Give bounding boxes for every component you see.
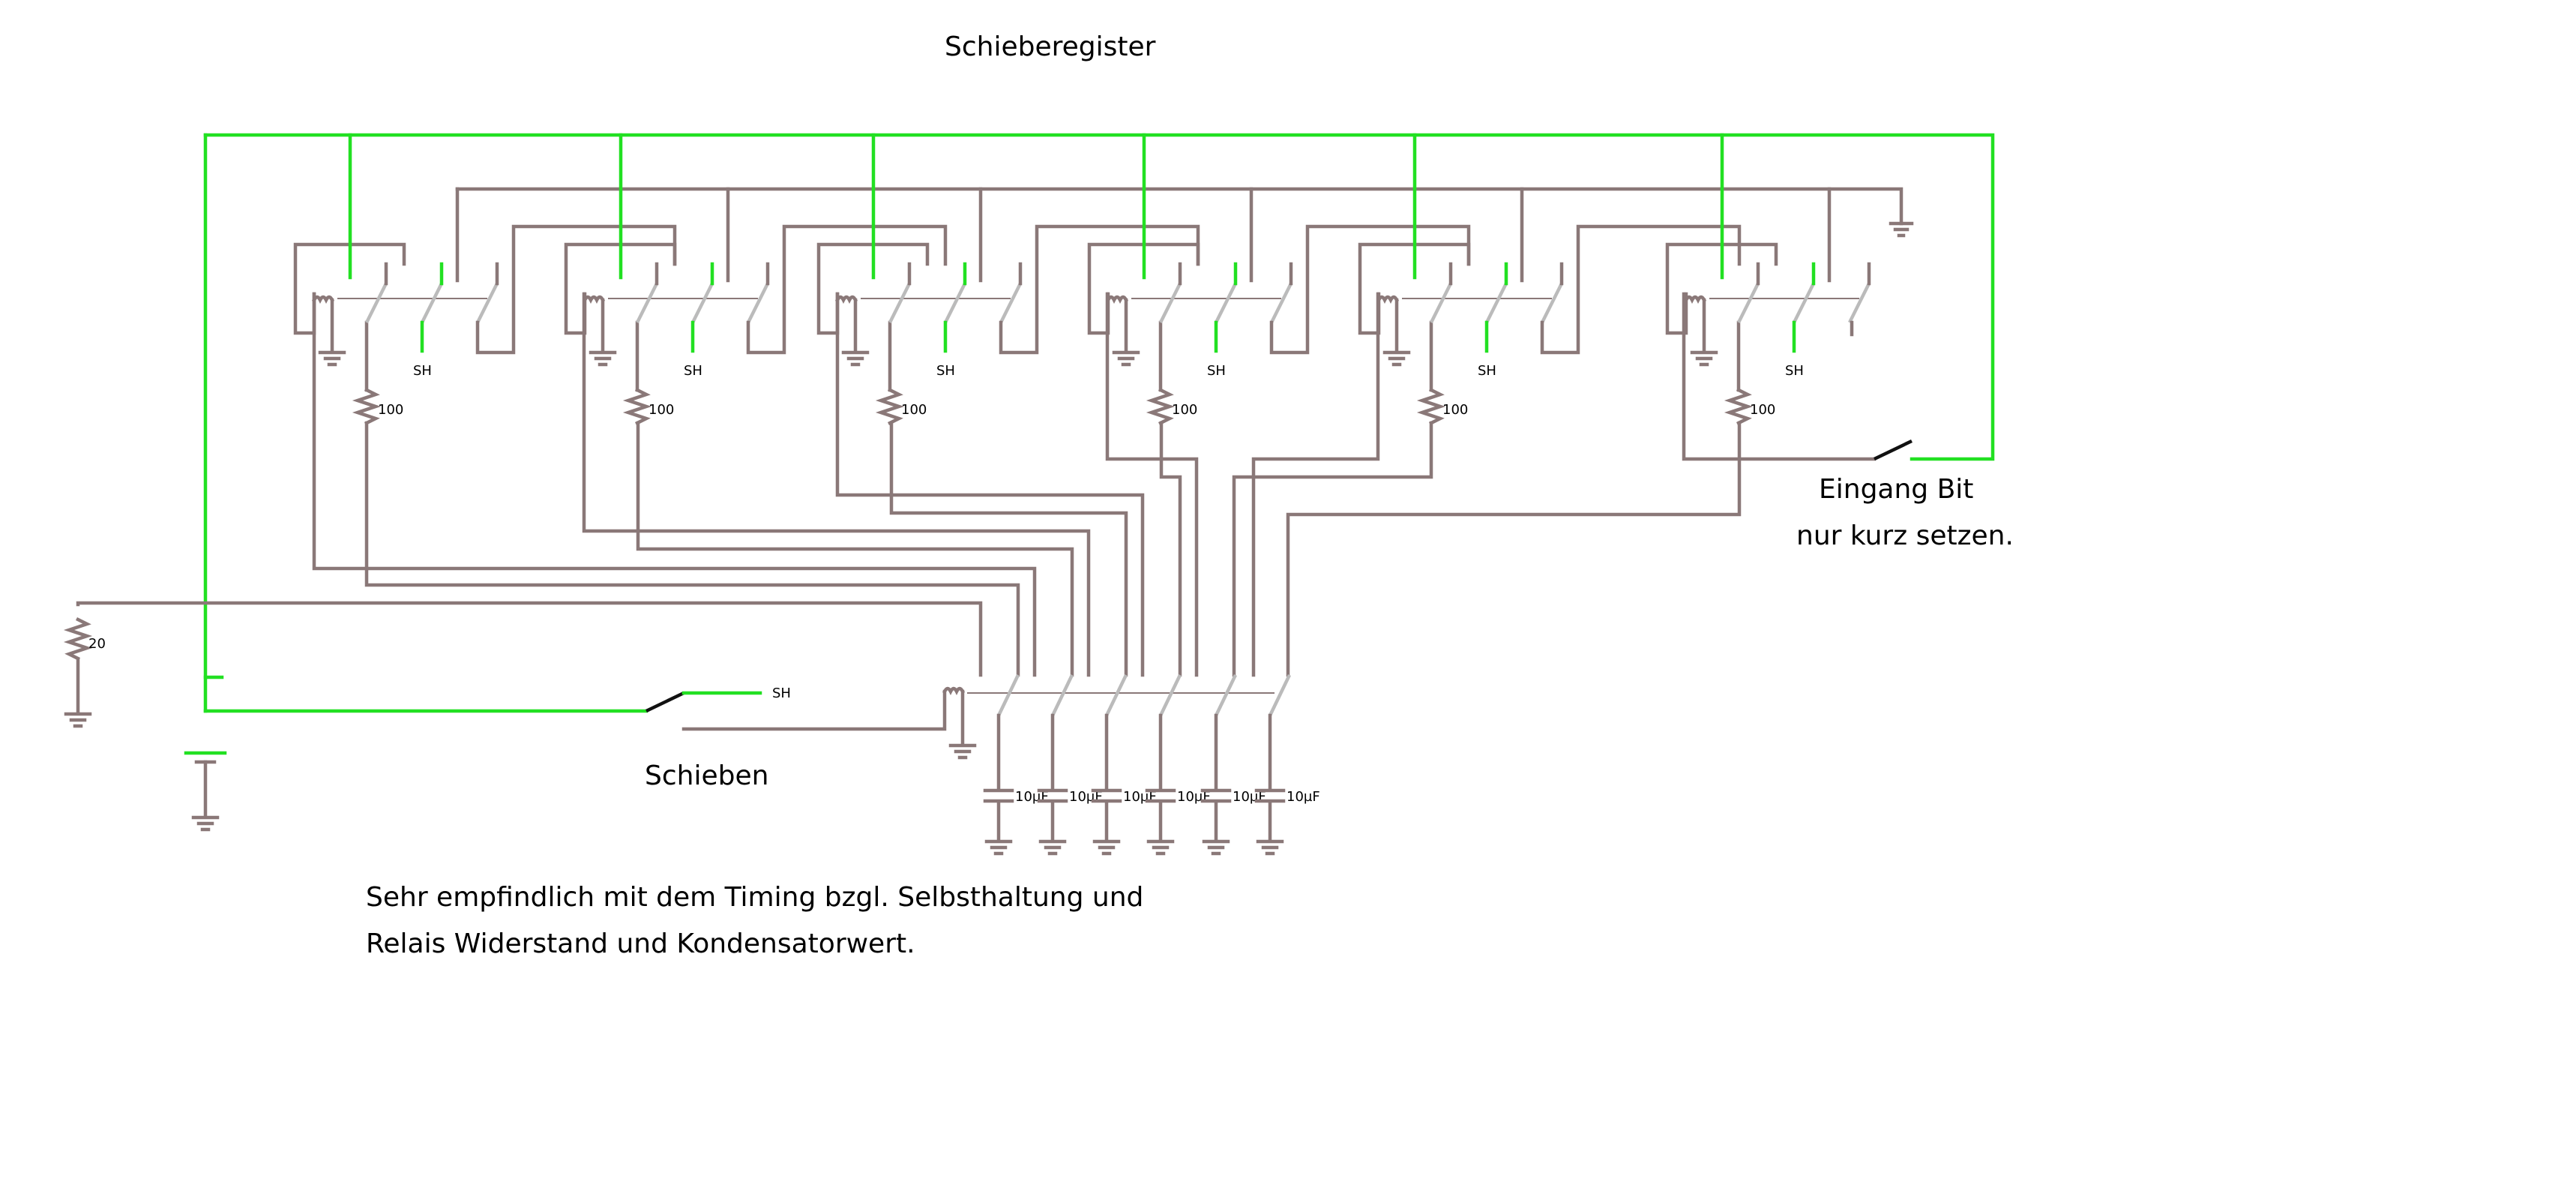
pullup-resistor-20: 20 bbox=[63, 601, 983, 728]
stage-1-resistor-label: 100 bbox=[378, 402, 403, 418]
stage-3-sh-label: SH bbox=[936, 363, 955, 379]
input-label-line1: Eingang Bit bbox=[1819, 474, 1973, 505]
shift-relay-switch-1 bbox=[996, 674, 1020, 716]
stage-4-resistor-label: 100 bbox=[1172, 402, 1197, 418]
diagram-title: Schieberegister bbox=[945, 32, 1156, 62]
battery bbox=[184, 751, 227, 832]
capacitor-2: 10µF bbox=[1037, 713, 1103, 856]
common-bus bbox=[455, 187, 1914, 238]
pullup-resistor-label: 20 bbox=[88, 636, 106, 652]
stage-6-resistor-label: 100 bbox=[1750, 402, 1775, 418]
capacitor-4: 10µF bbox=[1145, 713, 1211, 856]
relay-stage-2: 100 SH bbox=[564, 133, 948, 426]
relay-stage-6: 100 SH bbox=[1665, 133, 1871, 426]
shift-switch: SH Schieben bbox=[203, 686, 947, 791]
capacitor-6: 10µF bbox=[1254, 713, 1320, 856]
shift-label: Schieben bbox=[645, 760, 768, 791]
stage-5-sh-label: SH bbox=[1478, 363, 1496, 379]
input-label-line2: nur kurz setzen. bbox=[1796, 520, 2014, 551]
shift-relay-switch-6 bbox=[1268, 674, 1292, 716]
supply-rail bbox=[203, 133, 1995, 713]
stage-5-resistor-label: 100 bbox=[1442, 402, 1468, 418]
capacitor-6-label: 10µF bbox=[1287, 789, 1320, 805]
shift-relay-switch-4 bbox=[1158, 674, 1182, 716]
capacitor-5: 10µF bbox=[1200, 713, 1266, 856]
shift-switch-sh-label: SH bbox=[772, 686, 791, 701]
shift-relay-switch-5 bbox=[1214, 674, 1238, 716]
stage-4-sh-label: SH bbox=[1207, 363, 1226, 379]
stage-6-sh-label: SH bbox=[1785, 363, 1804, 379]
input-switch: Eingang Bit nur kurz setzen. bbox=[1682, 292, 2014, 551]
relay-stage-3: 100 SH bbox=[816, 133, 1200, 426]
relay-stage-1: 100 SH bbox=[293, 133, 677, 426]
stage-1-sh-label: SH bbox=[413, 363, 432, 379]
relay-stage-5: 100 SH bbox=[1358, 133, 1742, 426]
stage-3-resistor-label: 100 bbox=[901, 402, 927, 418]
capacitor-3: 10µF bbox=[1091, 713, 1157, 856]
stage-routing-wires bbox=[312, 292, 1742, 677]
note-line2: Relais Widerstand und Kondensatorwert. bbox=[366, 928, 915, 959]
relay-stage-4: 100 SH bbox=[1087, 133, 1471, 426]
relay-stages: 100 SH 100 SH 100 SH 100 SH 100 SH 100 SH bbox=[293, 133, 1871, 426]
shift-relay-switch-3 bbox=[1104, 674, 1128, 716]
shift-relay bbox=[942, 674, 1292, 760]
capacitor-1: 10µF bbox=[983, 713, 1049, 856]
shift-relay-switch-2 bbox=[1050, 674, 1074, 716]
stage-2-sh-label: SH bbox=[684, 363, 702, 379]
note-line1: Sehr empfindlich mit dem Timing bzgl. Se… bbox=[366, 882, 1143, 913]
stage-2-resistor-label: 100 bbox=[648, 402, 674, 418]
